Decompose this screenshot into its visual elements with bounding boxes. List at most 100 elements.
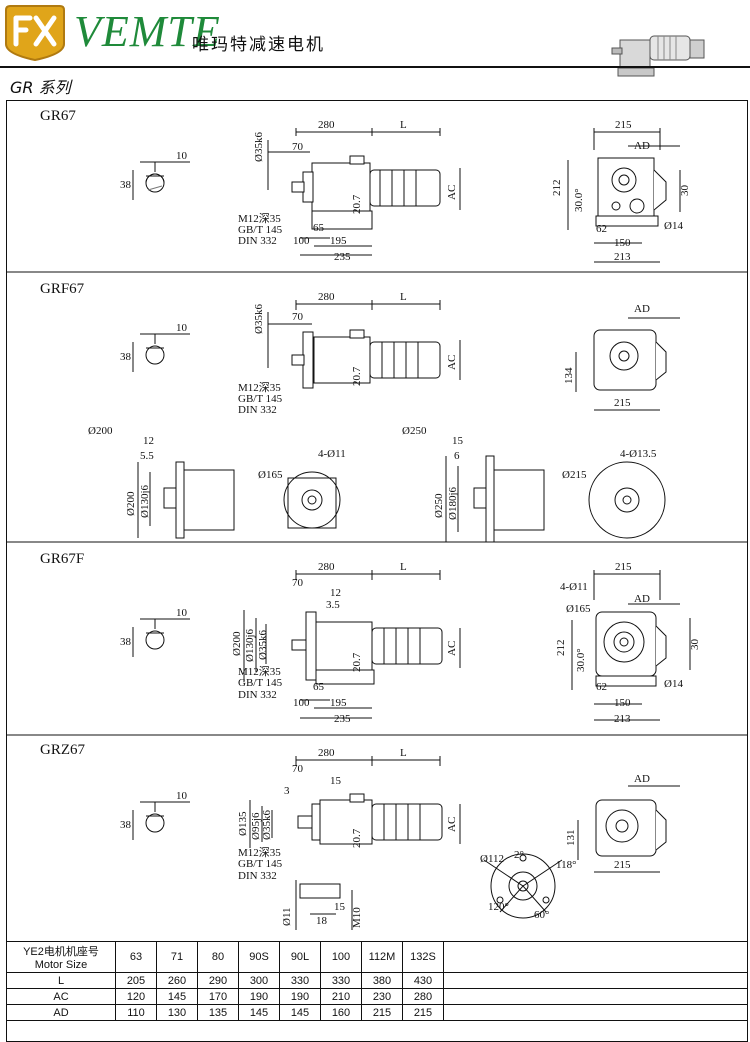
dim-131-grz67: 131 [565,830,577,847]
table-header-label: YE2电机机座号 Motor Size [6,941,116,973]
table-cell: 205 [115,972,157,989]
dim-din-gr67: DIN 332 [238,235,277,247]
dim-m12-grf67: M12深35 [238,381,281,394]
dim-280-gr67: 280 [318,119,335,131]
dim-215-gr67: 215 [615,119,632,131]
dim-135-grz67: Ø135 [237,811,249,836]
dim-15-grz67: 15 [330,775,342,787]
table-cell: 380 [361,972,403,989]
dim-din-grf67: DIN 332 [238,404,277,416]
table-row: AC 120 145 170 190 190 210 230 280 [6,988,748,1005]
dim-10-gr67: 10 [176,150,188,162]
dim-195-gr67: 195 [330,235,347,247]
dim-213-gr67f: 213 [614,713,631,725]
gr67f-side-view [243,570,461,719]
dim-3-5-gr67f: 3.5 [326,599,340,611]
dim-165-flange: Ø165 [258,469,283,481]
empty-cell [443,941,748,973]
size-cell: 112M [361,941,403,973]
table-row: AD 110 130 135 145 145 160 215 215 [6,1004,748,1021]
dim-38-grf67: 38 [120,351,132,363]
dim-30deg-gr67f: 30.0° [575,648,587,672]
grz67-side-view [249,756,461,930]
dim-150-gr67: 150 [614,237,631,249]
dim-200-gr67f: Ø200 [231,631,243,656]
dim-38-gr67: 38 [120,179,132,191]
gearmotor-thumbnail-icon [611,35,705,77]
size-cell: 71 [156,941,198,973]
dim-250s-flange: Ø250 [433,493,445,518]
empty-cell [443,972,748,989]
row-label: AC [6,988,116,1005]
dim-70-gr67f: 70 [292,577,304,589]
dim-20-7-grf67: 20.7 [351,366,363,386]
dim-100-gr67: 100 [293,235,310,247]
dim-11-grz67: Ø11 [281,907,293,926]
dim-14-gr67: Ø14 [664,220,683,232]
table-cell: 215 [361,1004,403,1021]
dim-ac-gr67: AC [446,185,458,200]
size-cell: 100 [320,941,362,973]
dim-130-gr67f: Ø130j6 [244,629,256,663]
table-cell: 145 [156,988,198,1005]
dim-120deg-grz67: 120° [488,901,509,913]
dim-gbt-grf67: GB/T 145 [238,393,283,405]
table-cell: 215 [402,1004,444,1021]
table-cell: 330 [320,972,362,989]
row-label: L [6,972,116,989]
dim-70-grz67: 70 [292,763,304,775]
dim-180j6-flange: Ø180j6 [447,487,459,521]
dim-195-gr67f: 195 [330,697,347,709]
table-cell: 210 [320,988,362,1005]
brand-name: VEMTE [74,7,221,56]
motor-size-table: YE2电机机座号 Motor Size 63 71 80 90S 90L 100… [6,941,748,1021]
dim-ad-gr67: AD [634,140,650,152]
dim-flange-250: Ø250 [402,425,427,437]
dim-118deg-grz67: 118° [556,859,577,871]
row-label: AD [6,1004,116,1021]
dim-30-gr67: 30 [679,185,691,197]
dim-l-grz67: L [400,747,407,759]
dim-70-gr67: 70 [292,141,304,153]
table-cell: 120 [115,988,157,1005]
table-cell: 190 [238,988,280,1005]
dim-ad-grf67: AD [634,303,650,315]
dim-65-gr67f: 65 [313,681,325,693]
gr67-end-view [567,128,681,263]
dim-112-grz67: Ø112 [480,853,504,865]
empty-cell [443,1004,748,1021]
flange-200-view [137,461,341,539]
company-logo [5,5,65,62]
dim-95j6-grz67: Ø95j6 [250,812,262,840]
dim-215c-flange: Ø215 [562,469,587,481]
empty-cell [443,988,748,1005]
dim-35k6-grz67: Ø35k6 [261,810,273,840]
dim-280-grz67: 280 [318,747,335,759]
dim-10-grf67: 10 [176,322,188,334]
dim-212-gr67: 212 [551,180,563,197]
dim-4-11-gr67f: 4-Ø11 [560,581,588,593]
dim-35k6-gr67: Ø35k6 [253,132,265,162]
dim-215-grf67: 215 [614,397,631,409]
table-cell: 190 [279,988,321,1005]
table-cell: 330 [279,972,321,989]
table-cell: 260 [156,972,198,989]
dim-235-gr67: 235 [334,251,351,263]
dim-ad-grz67: AD [634,773,650,785]
dim-18-grz67: 18 [316,915,328,927]
dim-30-gr67f: 30 [689,639,701,651]
section-title-gr67f: GR67F [40,551,85,567]
table-cell: 280 [402,988,444,1005]
dim-30deg-gr67: 30.0° [573,188,585,212]
dim-m12-grz67: M12深35 [238,846,281,859]
dim-14-gr67f: Ø14 [664,678,683,690]
dim-ac-gr67f: AC [446,641,458,656]
dim-10-grz67: 10 [176,790,188,802]
dim-60deg-grz67: 60° [534,909,549,921]
dim-213-gr67: 213 [614,251,631,263]
dim-2deg-grz67: 2° [514,849,524,861]
shaft-key-detail [132,161,190,200]
dim-4-11-flange: 4-Ø11 [318,448,346,460]
dim-12-flange: 12 [143,435,154,447]
